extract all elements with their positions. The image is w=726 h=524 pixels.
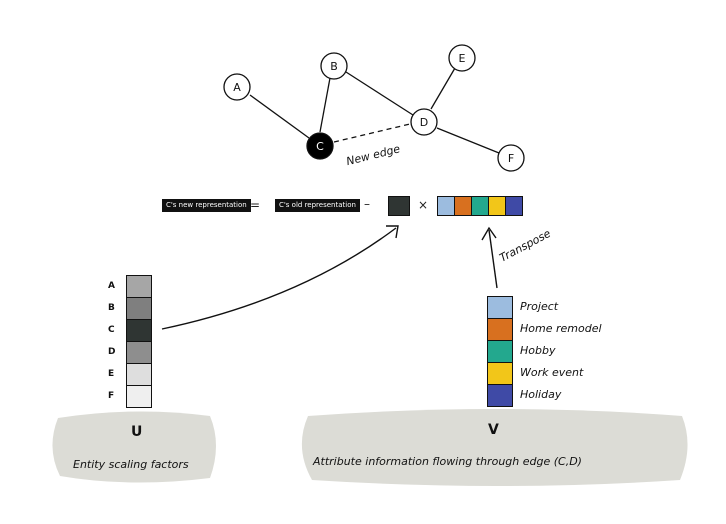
scalar-box bbox=[388, 196, 410, 216]
u-cell-d bbox=[127, 341, 151, 363]
v-cell bbox=[488, 318, 512, 340]
old-representation-box: C's old representation bbox=[275, 199, 360, 212]
row-vector-cell bbox=[505, 197, 522, 215]
node-label-d: D bbox=[420, 116, 428, 129]
new-representation-box: C's new representation bbox=[162, 199, 251, 212]
transpose-arrow bbox=[488, 229, 498, 289]
node-label-f: F bbox=[508, 152, 514, 165]
node-b bbox=[320, 52, 348, 80]
v-cell bbox=[488, 362, 512, 384]
v-item-label: Project bbox=[520, 300, 559, 313]
v-item-label: Holiday bbox=[520, 388, 562, 401]
edge-d-f bbox=[436, 127, 500, 154]
row-vector-cell bbox=[471, 197, 488, 215]
row-vector-cell bbox=[488, 197, 505, 215]
u-row-label-a: A bbox=[108, 281, 115, 291]
u-title: U bbox=[131, 424, 143, 440]
graph-edges bbox=[249, 67, 500, 154]
u-cell-e bbox=[127, 363, 151, 385]
v-cell bbox=[488, 340, 512, 362]
node-f bbox=[497, 144, 525, 172]
u-row-label-c: C bbox=[108, 325, 115, 335]
u-arrow-head bbox=[386, 225, 399, 239]
u-cell-b bbox=[127, 297, 151, 319]
v-cell bbox=[488, 384, 512, 406]
edge-b-d bbox=[345, 71, 414, 116]
row-vector-cell bbox=[454, 197, 471, 215]
v-title: V bbox=[488, 422, 499, 438]
row-vector-cell bbox=[438, 197, 454, 215]
node-e bbox=[448, 44, 476, 72]
node-d bbox=[410, 108, 438, 136]
edge-b-c bbox=[319, 77, 331, 133]
u-row-label-f: F bbox=[108, 391, 115, 401]
transpose-label: Transpose bbox=[497, 227, 553, 265]
u-panel-background bbox=[52, 411, 216, 483]
v-item-label: Hobby bbox=[520, 344, 556, 357]
new-edge-label: New edge bbox=[345, 142, 402, 168]
minus-sign: – bbox=[364, 197, 370, 211]
u-to-scalar-arrow bbox=[161, 227, 397, 330]
u-row-label-d: D bbox=[108, 347, 116, 357]
edge-a-c bbox=[249, 94, 310, 139]
v-cell bbox=[488, 297, 512, 318]
v-panel-background bbox=[301, 409, 688, 486]
u-cell-a bbox=[127, 276, 151, 297]
node-a bbox=[223, 73, 251, 101]
node-c bbox=[306, 132, 334, 160]
v-caption: Attribute information flowing through ed… bbox=[313, 455, 582, 468]
u-cell-c bbox=[127, 319, 151, 341]
u-matrix bbox=[126, 275, 152, 408]
equals-sign: = bbox=[250, 198, 261, 212]
new-edge-c-d bbox=[333, 123, 411, 143]
edge-d-e bbox=[430, 67, 456, 110]
node-label-c: C bbox=[316, 140, 324, 153]
v-item-label: Work event bbox=[520, 366, 584, 379]
row-vector bbox=[437, 196, 523, 216]
node-label-a: A bbox=[233, 81, 241, 94]
node-label-b: B bbox=[330, 60, 338, 73]
v-matrix bbox=[487, 296, 513, 407]
v-item-label: Home remodel bbox=[520, 322, 602, 335]
u-cell-f bbox=[127, 385, 151, 407]
u-caption: Entity scaling factors bbox=[73, 458, 189, 471]
transpose-arrow-head bbox=[481, 226, 497, 241]
node-label-e: E bbox=[459, 52, 466, 65]
times-sign: × bbox=[418, 198, 429, 212]
u-row-label-e: E bbox=[108, 369, 115, 379]
u-row-label-b: B bbox=[108, 303, 115, 313]
